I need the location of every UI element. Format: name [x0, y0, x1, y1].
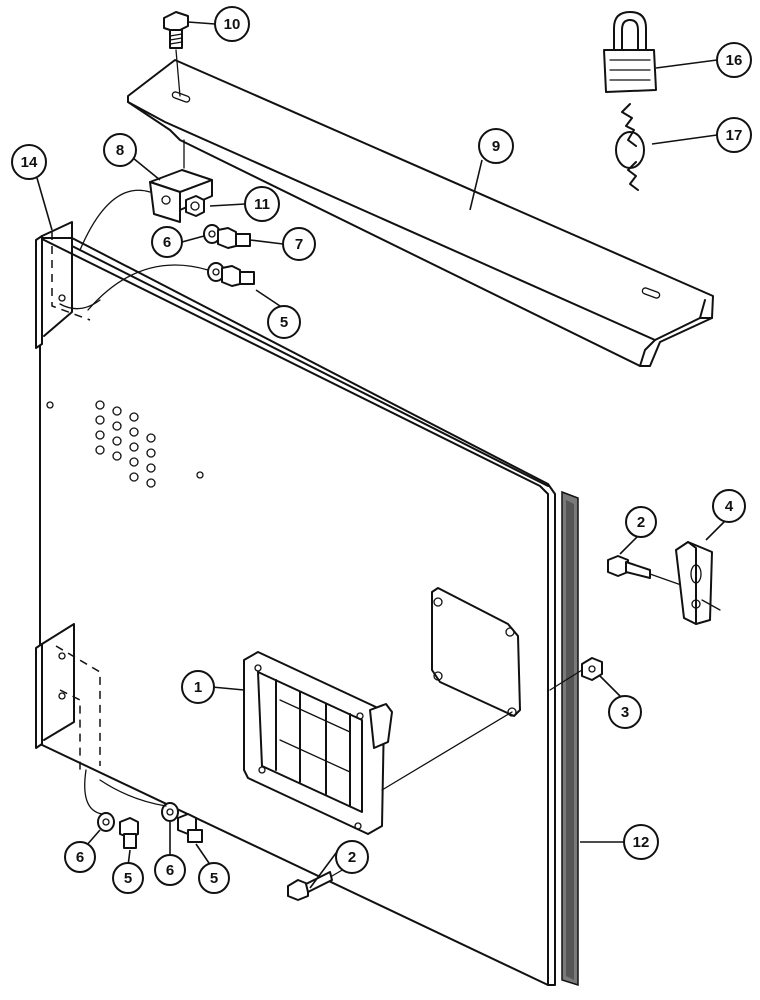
svg-text:6: 6: [76, 849, 84, 866]
callout-6-upper: 6: [151, 226, 183, 258]
callout-16: 16: [716, 42, 752, 78]
vent-holes: [46, 400, 204, 488]
svg-text:14: 14: [21, 154, 38, 171]
callout-2-upper: 2: [625, 506, 657, 538]
callout-8: 8: [103, 133, 137, 167]
callout-12: 12: [623, 824, 659, 860]
svg-text:7: 7: [295, 236, 303, 253]
svg-text:5: 5: [210, 870, 218, 887]
hinge-upper: [35, 221, 91, 349]
callout-10: 10: [214, 6, 250, 42]
callout-5-lower-left: 5: [112, 862, 144, 894]
callout-9: 9: [478, 128, 514, 164]
nut-part-3: [549, 657, 603, 691]
svg-text:10: 10: [224, 16, 241, 33]
callout-14: 14: [11, 144, 47, 180]
callout-11: 11: [244, 186, 280, 222]
callout-1: 1: [181, 670, 215, 704]
callout-6-lower-left: 6: [64, 841, 96, 873]
keyring-part-17: [615, 103, 645, 191]
svg-text:6: 6: [163, 234, 171, 251]
callout-6-lower-mid: 6: [154, 854, 186, 886]
svg-text:2: 2: [637, 514, 645, 531]
bracket-part-8: [149, 139, 213, 223]
callout-2-lower: 2: [335, 840, 369, 874]
bolt-part-10: [163, 11, 189, 97]
svg-text:2: 2: [348, 849, 356, 866]
latch-part-1: [243, 651, 513, 835]
svg-text:1: 1: [194, 679, 202, 696]
callout-4: 4: [712, 489, 746, 523]
hardware-lower: [84, 769, 203, 849]
svg-text:4: 4: [725, 498, 734, 515]
svg-text:6: 6: [166, 862, 174, 879]
top-cover-part: [127, 59, 714, 367]
svg-text:3: 3: [621, 704, 629, 721]
callout-7: 7: [282, 227, 316, 261]
hinge-lower: [35, 623, 101, 770]
callout-3: 3: [608, 695, 642, 729]
svg-text:5: 5: [280, 314, 288, 331]
padlock-part-16: [603, 11, 657, 93]
hardware-upper: [59, 189, 255, 311]
svg-text:11: 11: [254, 196, 270, 213]
callout-17: 17: [716, 117, 752, 153]
screw-part-2-upper: [607, 555, 685, 587]
seal-strip-part-12: [561, 490, 579, 987]
svg-text:17: 17: [726, 127, 743, 144]
svg-text:12: 12: [633, 834, 650, 851]
svg-text:8: 8: [116, 142, 124, 159]
svg-text:5: 5: [124, 870, 132, 887]
callout-5-upper: 5: [267, 305, 301, 339]
callout-5-lower-mid: 5: [198, 862, 230, 894]
bracket-part-4: [675, 541, 721, 625]
svg-text:9: 9: [492, 138, 500, 155]
svg-text:16: 16: [726, 52, 743, 69]
